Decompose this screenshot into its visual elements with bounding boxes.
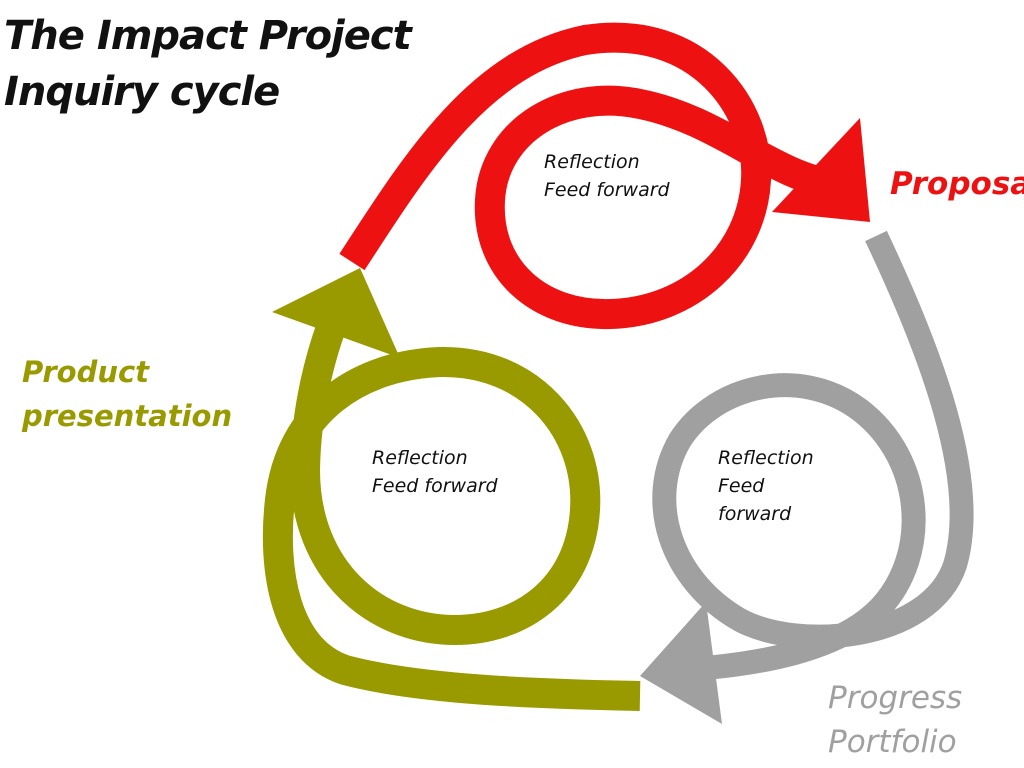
progress-loop-line-1: Reflection (718, 447, 814, 469)
progress-label-line-1: Progress (828, 680, 963, 716)
progress-arrowhead (640, 602, 722, 724)
proposal-arrowhead (772, 118, 870, 222)
proposal-loop-line-2: Feed forward (544, 179, 670, 201)
progress-loop-line-2: Feed (718, 475, 765, 497)
progress-loop-line-3: forward (718, 503, 792, 525)
proposal-label: Proposa (890, 166, 1024, 202)
diagram-title: The Impact Project Inquiry cycle (4, 8, 412, 120)
product-arrow (262, 268, 641, 711)
proposal-loop-text: Reflection Feed forward (544, 148, 670, 204)
progress-arrow (640, 230, 974, 724)
proposal-loop-line-1: Reflection (544, 151, 640, 173)
product-loop-line-2: Feed forward (372, 475, 498, 497)
progress-label-line-2: Portfolio (828, 724, 957, 760)
progress-loop-text: Reflection Feed forward (718, 444, 814, 528)
title-line-1: The Impact Project (4, 13, 412, 59)
title-line-2: Inquiry cycle (4, 69, 280, 115)
proposal-arrow (339, 22, 870, 330)
product-arrowhead (272, 268, 400, 358)
product-presentation-label: Product presentation (22, 350, 232, 438)
product-loop-text: Reflection Feed forward (372, 444, 498, 500)
product-arrow-shaft (262, 293, 641, 711)
progress-arrow-shaft (652, 230, 974, 682)
product-label-line-2: presentation (22, 399, 233, 433)
progress-portfolio-label: Progress Portfolio (828, 676, 962, 764)
proposal-arrow-shaft (339, 22, 838, 330)
product-label-line-1: Product (22, 355, 150, 389)
product-loop-line-1: Reflection (372, 447, 468, 469)
